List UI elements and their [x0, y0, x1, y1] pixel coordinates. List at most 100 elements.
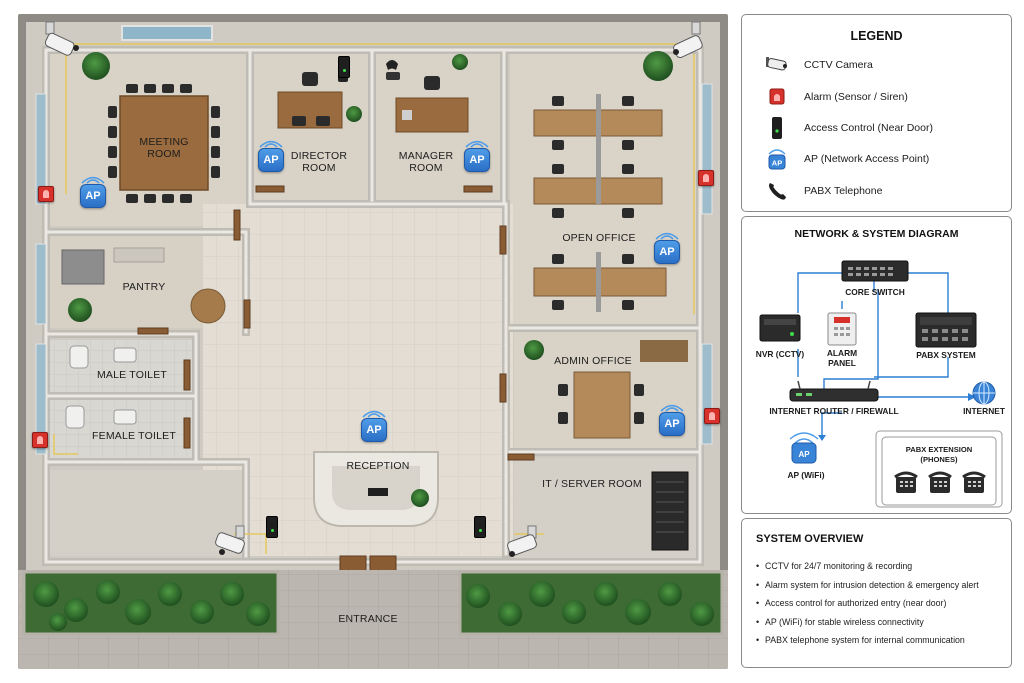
storage-room-floor [50, 470, 242, 556]
legend-panel: LEGEND CCTV Camera Alarm (Sensor / Siren… [741, 14, 1012, 212]
alarm-icon [704, 408, 720, 424]
top-window [121, 25, 213, 41]
open-office-desks [533, 94, 667, 312]
nvr-label: NVR (CCTV) [755, 349, 805, 359]
access-control-icon [266, 516, 278, 538]
svg-text:AP: AP [772, 159, 782, 168]
server-rack [651, 471, 689, 551]
plant-open-office [643, 51, 673, 81]
wifi-waves-icon [259, 140, 283, 148]
cctv-camera-sw [215, 525, 245, 555]
cctv-camera-se [507, 525, 537, 557]
legend-item-ap: AP AP (Network Access Point) [742, 147, 1010, 173]
overview-item: CCTV for 24/7 monitoring & recording [756, 561, 1008, 580]
wifi-waves-icon [655, 232, 679, 240]
access-control-icon [772, 117, 782, 139]
pantry-table [190, 288, 226, 324]
legend-label: AP (Network Access Point) [804, 153, 930, 165]
director-room-label: DIRECTOR ROOM [290, 150, 348, 174]
access-control-icon [474, 516, 486, 538]
router-label: INTERNET ROUTER / FIREWALL [769, 406, 899, 416]
access-control-icon [338, 56, 350, 78]
ap-icon: AP [80, 184, 106, 208]
alarm-icon [698, 170, 714, 186]
wifi-waves-icon [660, 404, 684, 412]
male-toilet-label: MALE TOILET [96, 369, 168, 381]
female-toilet-label: FEMALE TOILET [92, 430, 176, 442]
cable-runs [53, 43, 695, 554]
pabx-extension-label: PABX EXTENSION (PHONES) [905, 445, 973, 464]
wifi-waves-icon [81, 176, 105, 184]
it-server-room-label: IT / SERVER ROOM [542, 478, 642, 490]
meeting-room-label: MEETING ROOM [139, 136, 189, 160]
ap-icon: AP [464, 148, 490, 172]
overview-item: AP (WiFi) for stable wireless connectivi… [756, 617, 1008, 636]
director-desk [277, 91, 343, 129]
alarm-icon [769, 88, 785, 105]
ap-icon: AP [659, 412, 685, 436]
legend-title: LEGEND [850, 29, 903, 43]
pantry-counter [61, 249, 105, 285]
legend-label: Access Control (Near Door) [804, 122, 933, 134]
ap-icon: AP [361, 418, 387, 442]
alarm-icon [32, 432, 48, 448]
cctv-camera-icon [766, 57, 787, 71]
network-diagram-panel: NETWORK & SYSTEM DIAGRAM [741, 216, 1012, 514]
legend-item-access: Access Control (Near Door) [742, 116, 1010, 142]
legend-label: CCTV Camera [804, 59, 873, 71]
system-overview-panel: SYSTEM OVERVIEW CCTV for 24/7 monitoring… [741, 518, 1012, 668]
wifi-waves-icon [465, 140, 489, 148]
pabx-system-device [915, 312, 977, 348]
pabx-system-label: PABX SYSTEM [916, 350, 976, 360]
overview-item: PABX telephone system for internal commu… [756, 635, 1008, 654]
legend-label: Alarm (Sensor / Siren) [804, 91, 908, 103]
reception-label: RECEPTION [346, 460, 410, 472]
pabx-phone-icons [894, 471, 986, 493]
ap-icon: AP [654, 240, 680, 264]
ap-wifi-label: AP (WiFi) [787, 470, 825, 480]
router-device [789, 380, 879, 402]
ap-icon: AP [258, 148, 284, 172]
pantry-label: PANTRY [122, 281, 166, 293]
entrance-label: ENTRANCE [338, 613, 398, 625]
core-switch-device [841, 260, 909, 282]
legend-label: PABX Telephone [804, 185, 883, 197]
wifi-waves-icon [362, 410, 386, 418]
core-switch-label: CORE SWITCH [845, 287, 905, 297]
manager-room-label: MANAGER ROOM [398, 150, 454, 174]
garden-right [458, 570, 724, 636]
floor-plan-drawing [18, 14, 728, 669]
office-floor-plan: MEETING ROOM DIRECTOR ROOM MANAGER ROOM … [18, 14, 728, 669]
desk-telephone-manager [386, 60, 400, 80]
ap-icon: AP [768, 149, 786, 170]
cctv-camera-ne [673, 21, 703, 59]
alarm-panel-device [827, 312, 857, 346]
meeting-table [108, 84, 220, 203]
network-diagram: AP [759, 260, 1003, 508]
admin-office-label: ADMIN OFFICE [554, 355, 632, 367]
plant-meeting [82, 52, 110, 80]
overview-item: Alarm system for intrusion detection & e… [756, 580, 1008, 599]
network-title: NETWORK & SYSTEM DIAGRAM [794, 228, 959, 240]
nvr-device [759, 314, 801, 342]
doors [137, 185, 535, 579]
internet-label: INTERNET [963, 406, 1005, 416]
open-office-label: OPEN OFFICE [562, 232, 636, 244]
overview-list: CCTV for 24/7 monitoring & recording Ala… [756, 561, 1008, 654]
cctv-camera-nw [44, 21, 79, 56]
toilet-female [65, 405, 85, 429]
network-links [797, 272, 972, 439]
internet-globe-icon [972, 381, 996, 405]
svg-text:AP: AP [798, 450, 810, 459]
alarm-panel-label: ALARM PANEL [826, 348, 858, 368]
overview-item: Access control for authorized entry (nea… [756, 598, 1008, 617]
pabx-extension-box [875, 430, 1003, 508]
admin-desks [573, 371, 631, 439]
ap-wifi-device: AP [789, 432, 819, 464]
telephone-icon [769, 183, 786, 200]
legend-item-alarm: Alarm (Sensor / Siren) [742, 85, 1010, 111]
overview-title: SYSTEM OVERVIEW [756, 533, 864, 545]
legend-item-phone: PABX Telephone [742, 179, 1010, 205]
alarm-icon [38, 186, 54, 202]
toilet-male [69, 345, 89, 369]
